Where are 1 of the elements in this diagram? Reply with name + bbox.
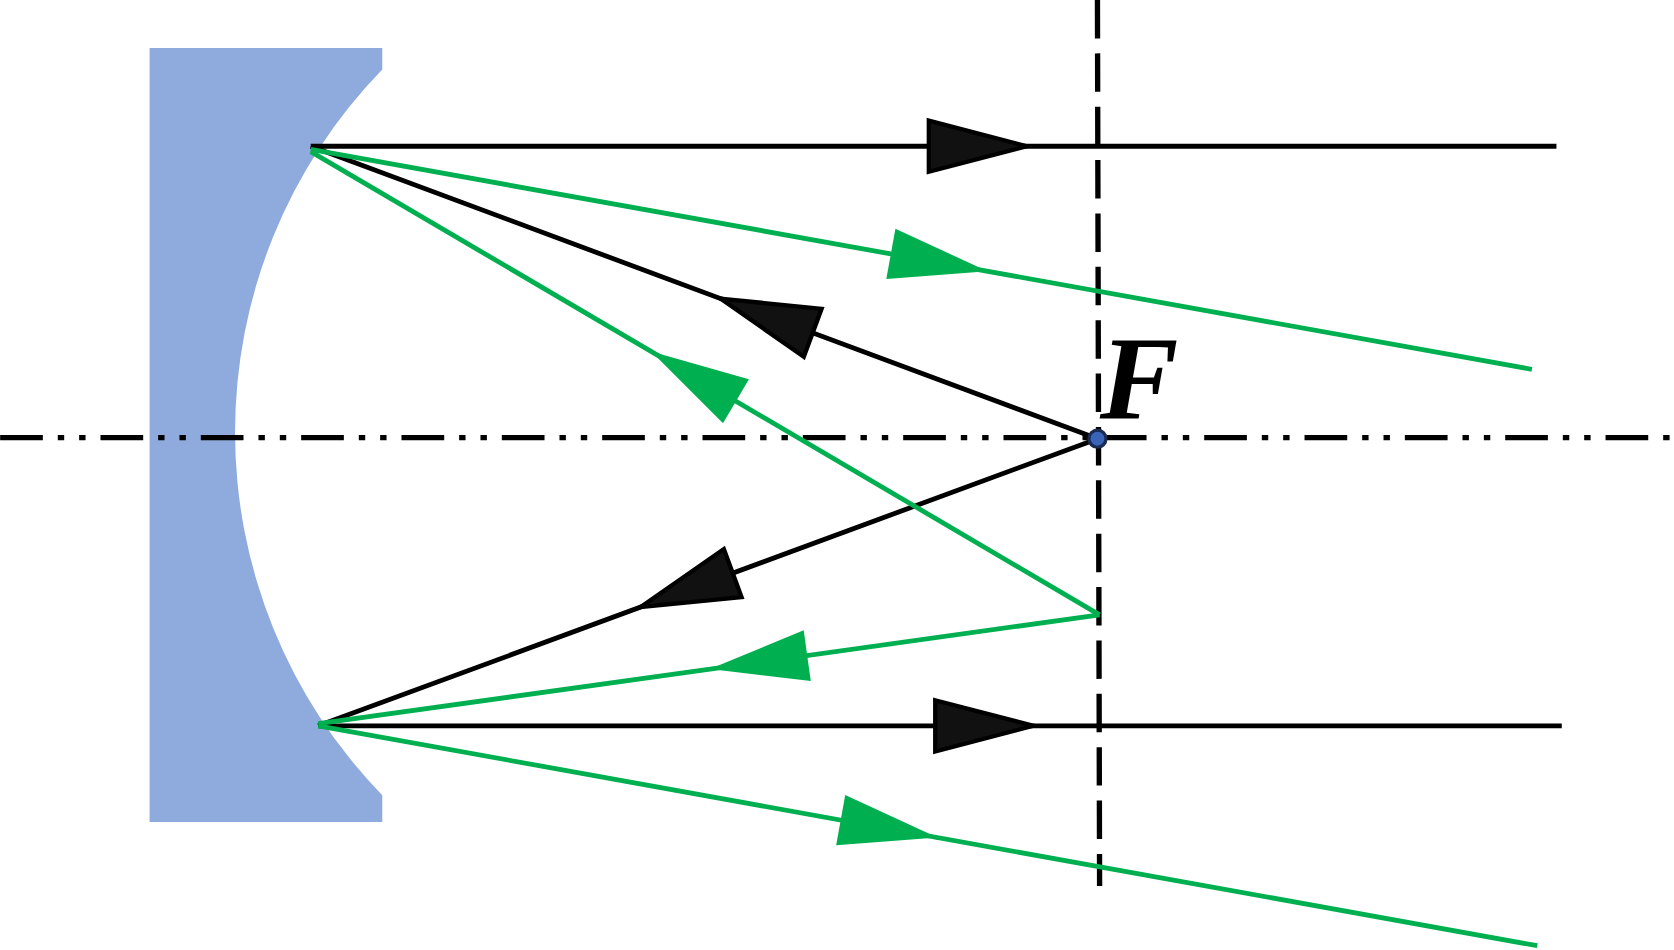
focal-point-label: F [1099, 320, 1179, 439]
